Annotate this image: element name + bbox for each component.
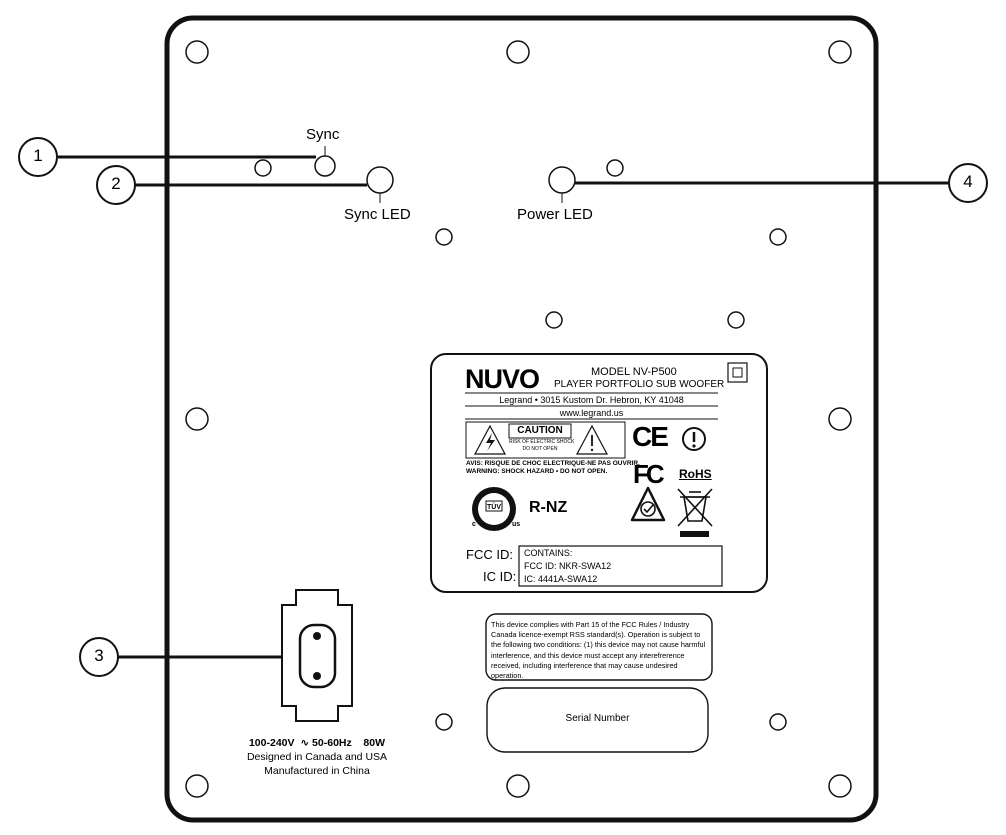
model-number: MODEL NV-P500 <box>591 366 677 378</box>
tuv-mark <box>472 487 516 531</box>
ce-mark: CE <box>632 421 669 452</box>
serial-number-label: Serial Number <box>565 713 630 724</box>
screw-hole <box>506 774 530 798</box>
screw-hole <box>545 311 563 329</box>
screw-hole <box>254 159 272 177</box>
product-name: PLAYER PORTFOLIO SUB WOOFER <box>554 379 725 390</box>
power-inlet[interactable] <box>281 589 353 722</box>
compliance-box <box>485 613 713 681</box>
callout-2-number: 2 <box>111 174 121 193</box>
sync-button[interactable] <box>314 155 336 177</box>
callout-3-number: 3 <box>94 646 104 665</box>
sync-label: Sync <box>306 126 340 143</box>
callout-4-number: 4 <box>963 172 973 191</box>
double-insulation-icon <box>727 362 748 383</box>
manufacturer-website: www.legrand.us <box>559 408 624 418</box>
callout-1-circle <box>18 137 58 177</box>
callout-4-circle <box>948 163 988 203</box>
caution-line-1: RISK OF ELECTRIC SHOCK <box>509 439 575 445</box>
screw-hole <box>769 713 787 731</box>
callout-3-circle <box>79 637 119 677</box>
serial-number-box <box>486 687 709 753</box>
fcc-id-value: FCC ID: NKR-SWA12 <box>524 561 612 571</box>
screw-hole <box>828 40 852 64</box>
ic-id-label: IC ID: <box>483 569 517 584</box>
tuv-text: TÜV <box>487 504 501 511</box>
screw-hole <box>828 407 852 431</box>
screw-hole <box>185 774 209 798</box>
screw-hole <box>435 713 453 731</box>
screw-hole <box>727 311 745 329</box>
designed-in: Designed in Canada and USA <box>246 751 388 763</box>
screw-hole <box>606 159 624 177</box>
screw-hole <box>828 774 852 798</box>
exclamation-triangle-icon <box>575 424 609 455</box>
power-led <box>548 166 576 194</box>
power-rating: 100-240V ∿ 50-60Hz 80W <box>248 737 386 749</box>
manufactured-in: Manufactured in China <box>264 765 370 777</box>
shock-warning: WARNING: SHOCK HAZARD • DO NOT OPEN. <box>466 468 608 475</box>
fcc-compliance-statement: This device complies with Part 15 of the… <box>491 620 706 681</box>
screw-hole <box>185 407 209 431</box>
callout-1-number: 1 <box>33 146 43 165</box>
sync-led-label: Sync LED <box>344 206 411 223</box>
callout-2-circle <box>96 165 136 205</box>
weee-bin-icon <box>677 488 713 527</box>
screw-hole <box>769 228 787 246</box>
fcc-id-label: FCC ID: <box>466 547 513 562</box>
manufacturer-address: Legrand • 3015 Kustom Dr. Hebron, KY 410… <box>499 395 684 405</box>
electric-shock-icon <box>473 424 507 455</box>
caution-box <box>465 421 626 459</box>
avis-warning: AVIS: RISQUE DE CHOC ELECTRIQUE-NE PAS O… <box>466 460 640 467</box>
contains-label: CONTAINS: <box>524 548 573 558</box>
brand-logo: NUVO <box>465 364 540 394</box>
caution-title: CAUTION <box>517 425 563 436</box>
weee-bar <box>680 531 709 537</box>
ic-id-value: IC: 4441A-SWA12 <box>524 574 598 584</box>
screw-hole <box>185 40 209 64</box>
tuv-c: c <box>472 521 476 528</box>
caution-line-2: DO NOT OPEN <box>522 446 558 452</box>
rohs-mark: RoHS <box>679 467 712 481</box>
rnz-mark: R-NZ <box>529 499 568 516</box>
id-box <box>518 545 723 587</box>
sync-led <box>366 166 394 194</box>
rcm-mark <box>630 486 666 522</box>
fcc-logo: FC <box>633 459 665 489</box>
screw-hole <box>506 40 530 64</box>
attention-icon <box>682 427 706 451</box>
rear-panel-outline <box>164 15 879 823</box>
tuv-us: us <box>512 521 521 528</box>
power-led-label: Power LED <box>517 206 593 223</box>
screw-hole <box>435 228 453 246</box>
